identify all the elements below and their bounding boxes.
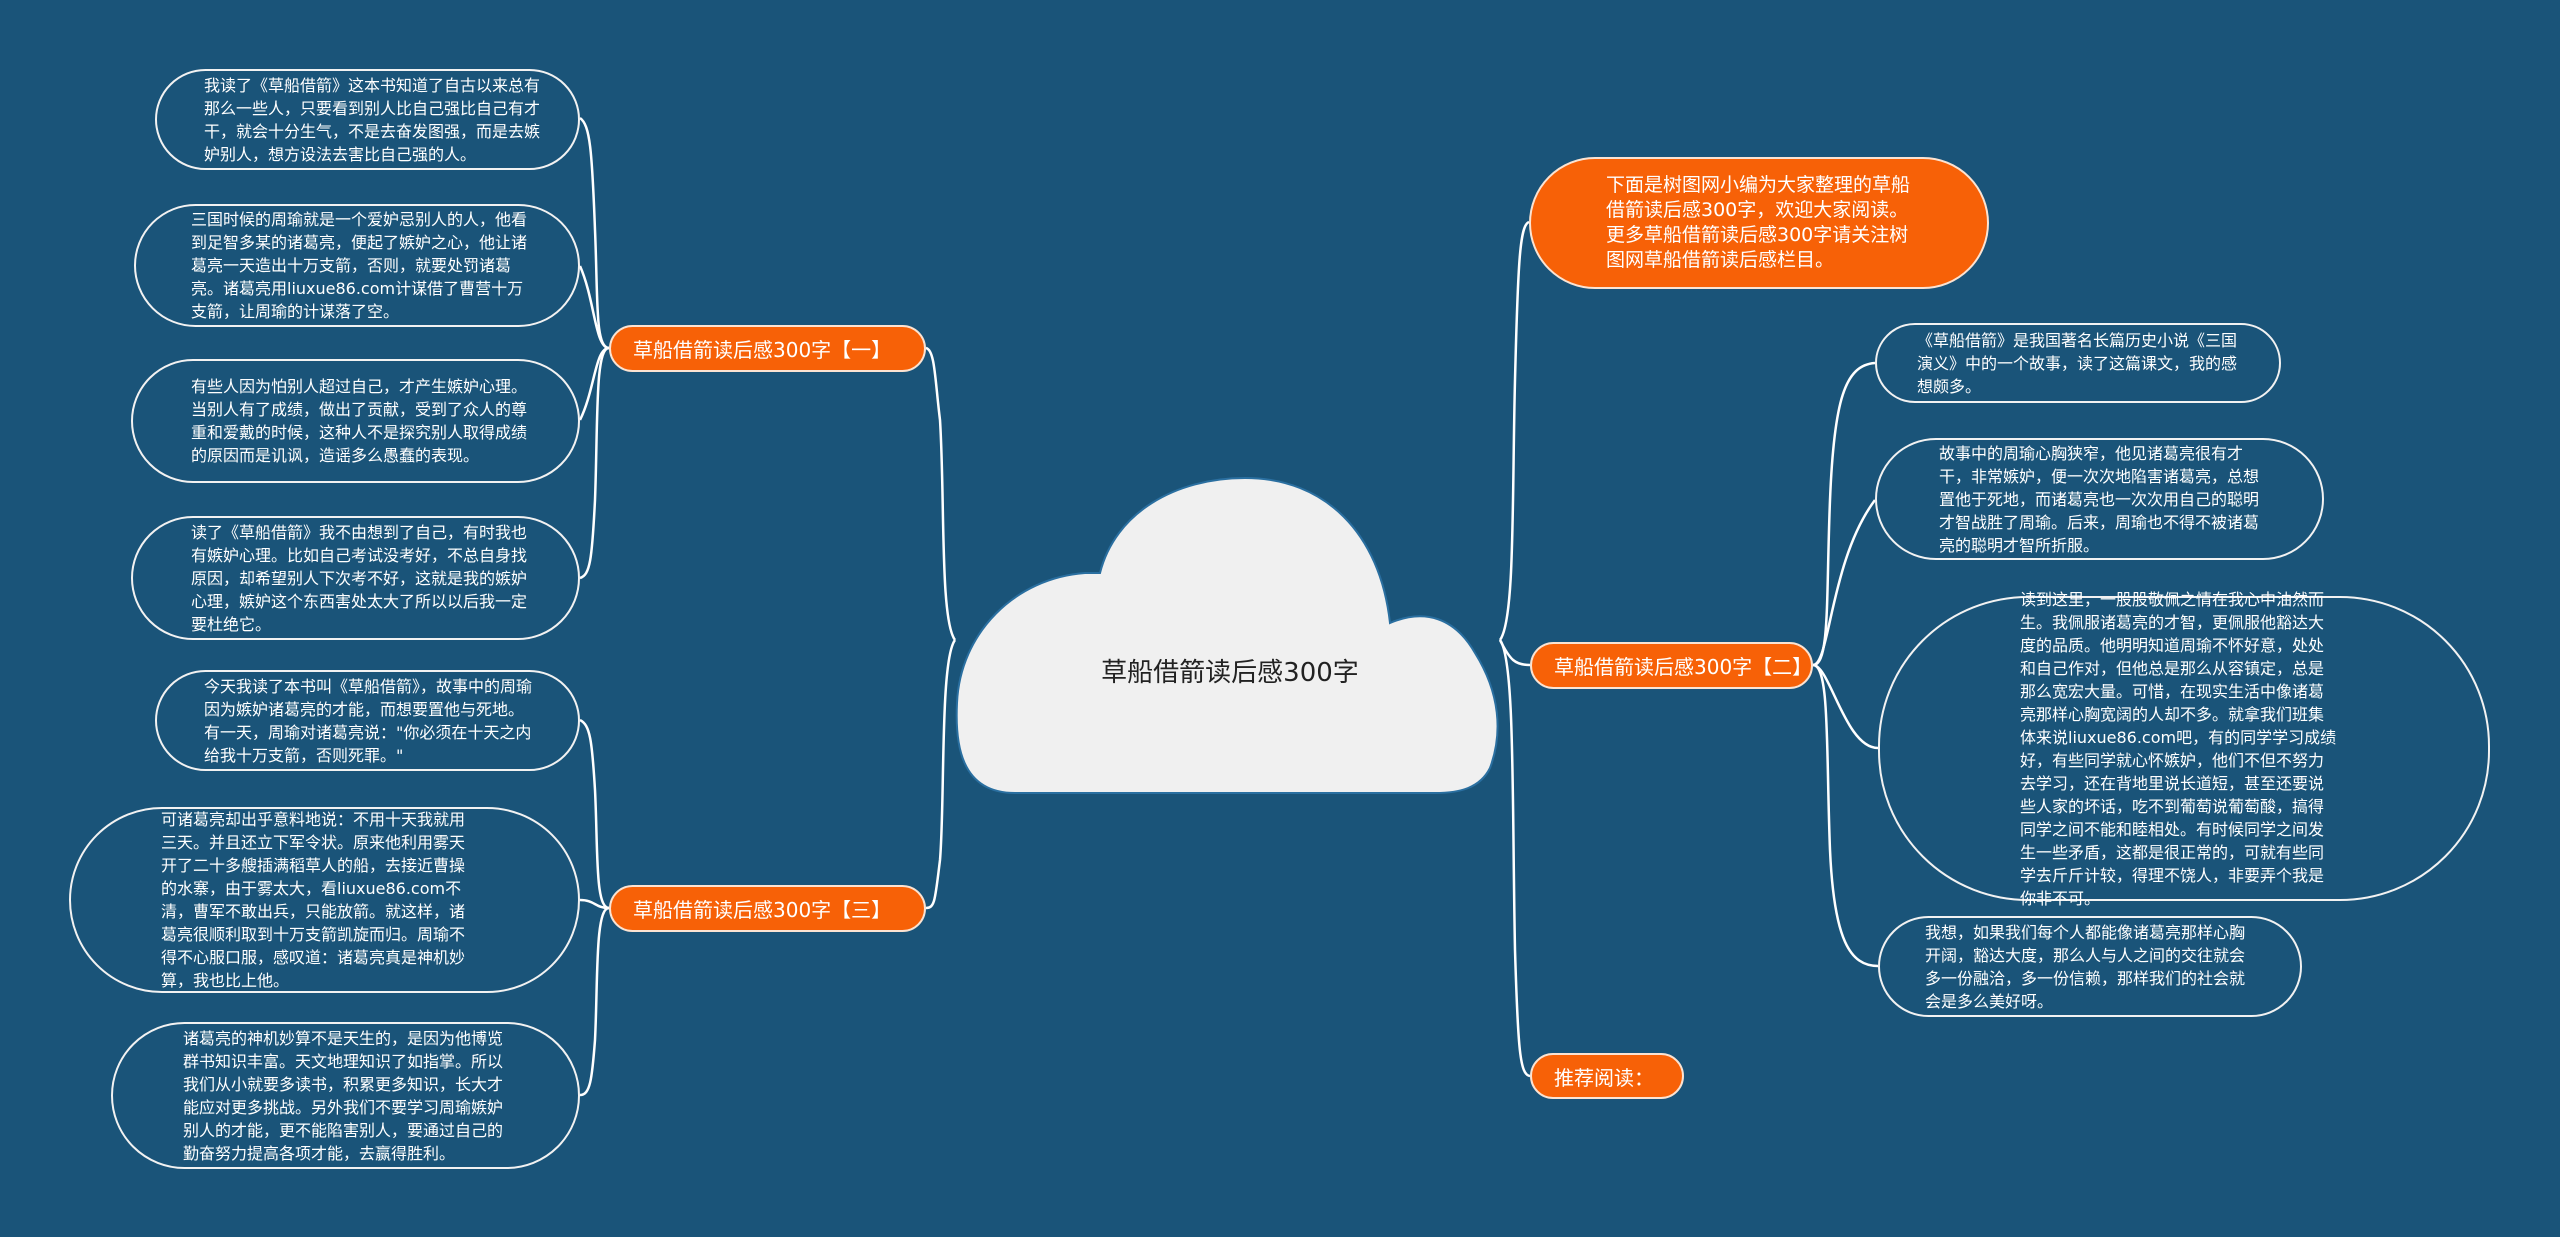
connector-b3-l6 [579,898,610,910]
leaf-1-2[interactable]: 三国时候的周瑜就是一个爱妒忌别人的人，他看到足智多某的诸葛亮，便起了嫉妒之心，他… [134,204,580,327]
connector-center-intro [1498,220,1530,641]
connector-b1-l2 [578,265,610,350]
leaf-2-1[interactable]: 《草船借箭》是我国著名长篇历史小说《三国演义》中的一个故事，读了这篇课文，我的感… [1875,323,2281,403]
branch-3[interactable]: 草船借箭读后感300字【三】 [609,885,926,932]
branch-2-label: 草船借箭读后感300字【二】 [1554,655,1813,679]
leaf-text: 读了《草船借箭》我不由想到了自己，有时我也有嫉妒心理。比如自己考试没考好，不总自… [191,522,528,634]
leaf-3-3[interactable]: 诸葛亮的神机妙算不是天生的，是因为他博览群书知识丰富。天文地理知识了如指掌。所以… [111,1022,580,1169]
leaf-1-4[interactable]: 读了《草船借箭》我不由想到了自己，有时我也有嫉妒心理。比如自己考试没考好，不总自… [131,516,580,640]
branch-2[interactable]: 草船借箭读后感300字【二】 [1530,642,1813,689]
leaf-text: 今天我读了本书叫《草船借箭》，故事中的周瑜因为嫉妒诸葛亮的才能，而想要置他与死地… [204,676,533,765]
leaf-2-3[interactable]: 读到这里，一股股敬佩之情在我心中油然而生。我佩服诸葛亮的才智，更佩服他豁达大度的… [1878,590,2490,908]
recommend-label: 推荐阅读： [1554,1065,1654,1090]
intro-text: 下面是树图网小编为大家整理的草船借箭读后感300字，欢迎大家阅读。更多草船借箭读… [1606,174,1911,271]
connector-b1-l1 [579,116,610,350]
connector-center-left [925,346,957,641]
leaf-text: 可诸葛亮却出乎意料地说：不用十天我就用三天。并且还立下军令状。原来他利用雾天开了… [161,810,466,990]
connector-b3-l5 [579,718,610,910]
leaf-1-3[interactable]: 有些人因为怕别人超过自己，才产生嫉妒心理。当别人有了成绩，做出了贡献，受到了众人… [131,359,580,483]
leaf-text: 有些人因为怕别人超过自己，才产生嫉妒心理。当别人有了成绩，做出了贡献，受到了众人… [191,377,528,465]
leaf-text: 三国时候的周瑜就是一个爱妒忌别人的人，他看到足智多某的诸葛亮，便起了嫉妒之心，他… [191,210,528,321]
central-cloud [955,476,1499,794]
connector-b1-l4 [579,346,610,580]
branch-3-label: 草船借箭读后感300字【三】 [633,898,892,922]
connector-b2-d [1812,663,1879,968]
central-title[interactable]: 草船借箭读后感300字 [1101,658,1359,688]
leaf-3-1[interactable]: 今天我读了本书叫《草船借箭》，故事中的周瑜因为嫉妒诸葛亮的才能，而想要置他与死地… [155,670,580,771]
leaf-2-2[interactable]: 故事中的周瑜心胸狭窄，他见诸葛亮很有才干，非常嫉妒，便一次次地陷害诸葛亮，总想置… [1875,438,2324,560]
leaf-text: 读到这里，一股股敬佩之情在我心中油然而生。我佩服诸葛亮的才智，更佩服他豁达大度的… [2020,589,2337,908]
leaf-text: 我读了《草船借箭》这本书知道了自古以来总有那么一些人，只要看到别人比自己强比自己… [204,75,541,164]
leaf-text: 我想，如果我们每个人都能像诸葛亮那样心胸开阔，豁达大度，那么人与人之间的交往就会… [1925,922,2246,1011]
connector-center-recommend [1498,639,1531,1078]
leaf-text: 故事中的周瑜心胸狭窄，他见诸葛亮很有才干，非常嫉妒，便一次次地陷害诸葛亮，总想置… [1939,443,2260,555]
leaf-text: 诸葛亮的神机妙算不是天生的，是因为他博览群书知识丰富。天文地理知识了如指掌。所以… [183,1028,504,1163]
connector-center-left-3 [925,639,957,910]
leaf-1-1[interactable]: 我读了《草船借箭》这本书知道了自古以来总有那么一些人，只要看到别人比自己强比自己… [155,69,580,170]
connector-b2-b [1812,499,1877,667]
branch-1-label: 草船借箭读后感300字【一】 [633,338,892,362]
recommend-reading[interactable]: 推荐阅读： [1530,1053,1684,1099]
connector-b1-l3 [578,346,610,421]
intro-node[interactable]: 下面是树图网小编为大家整理的草船借箭读后感300字，欢迎大家阅读。更多草船借箭读… [1529,157,1989,289]
leaf-3-2[interactable]: 可诸葛亮却出乎意料地说：不用十天我就用三天。并且还立下军令状。原来他利用雾天开了… [69,807,580,993]
leaf-text: 《草船借箭》是我国著名长篇历史小说《三国演义》中的一个故事，读了这篇课文，我的感… [1917,330,2238,396]
branch-1[interactable]: 草船借箭读后感300字【一】 [609,325,926,372]
leaf-2-4[interactable]: 我想，如果我们每个人都能像诸葛亮那样心胸开阔，豁达大度，那么人与人之间的交往就会… [1878,916,2302,1017]
connector-b3-l7 [579,906,610,1097]
